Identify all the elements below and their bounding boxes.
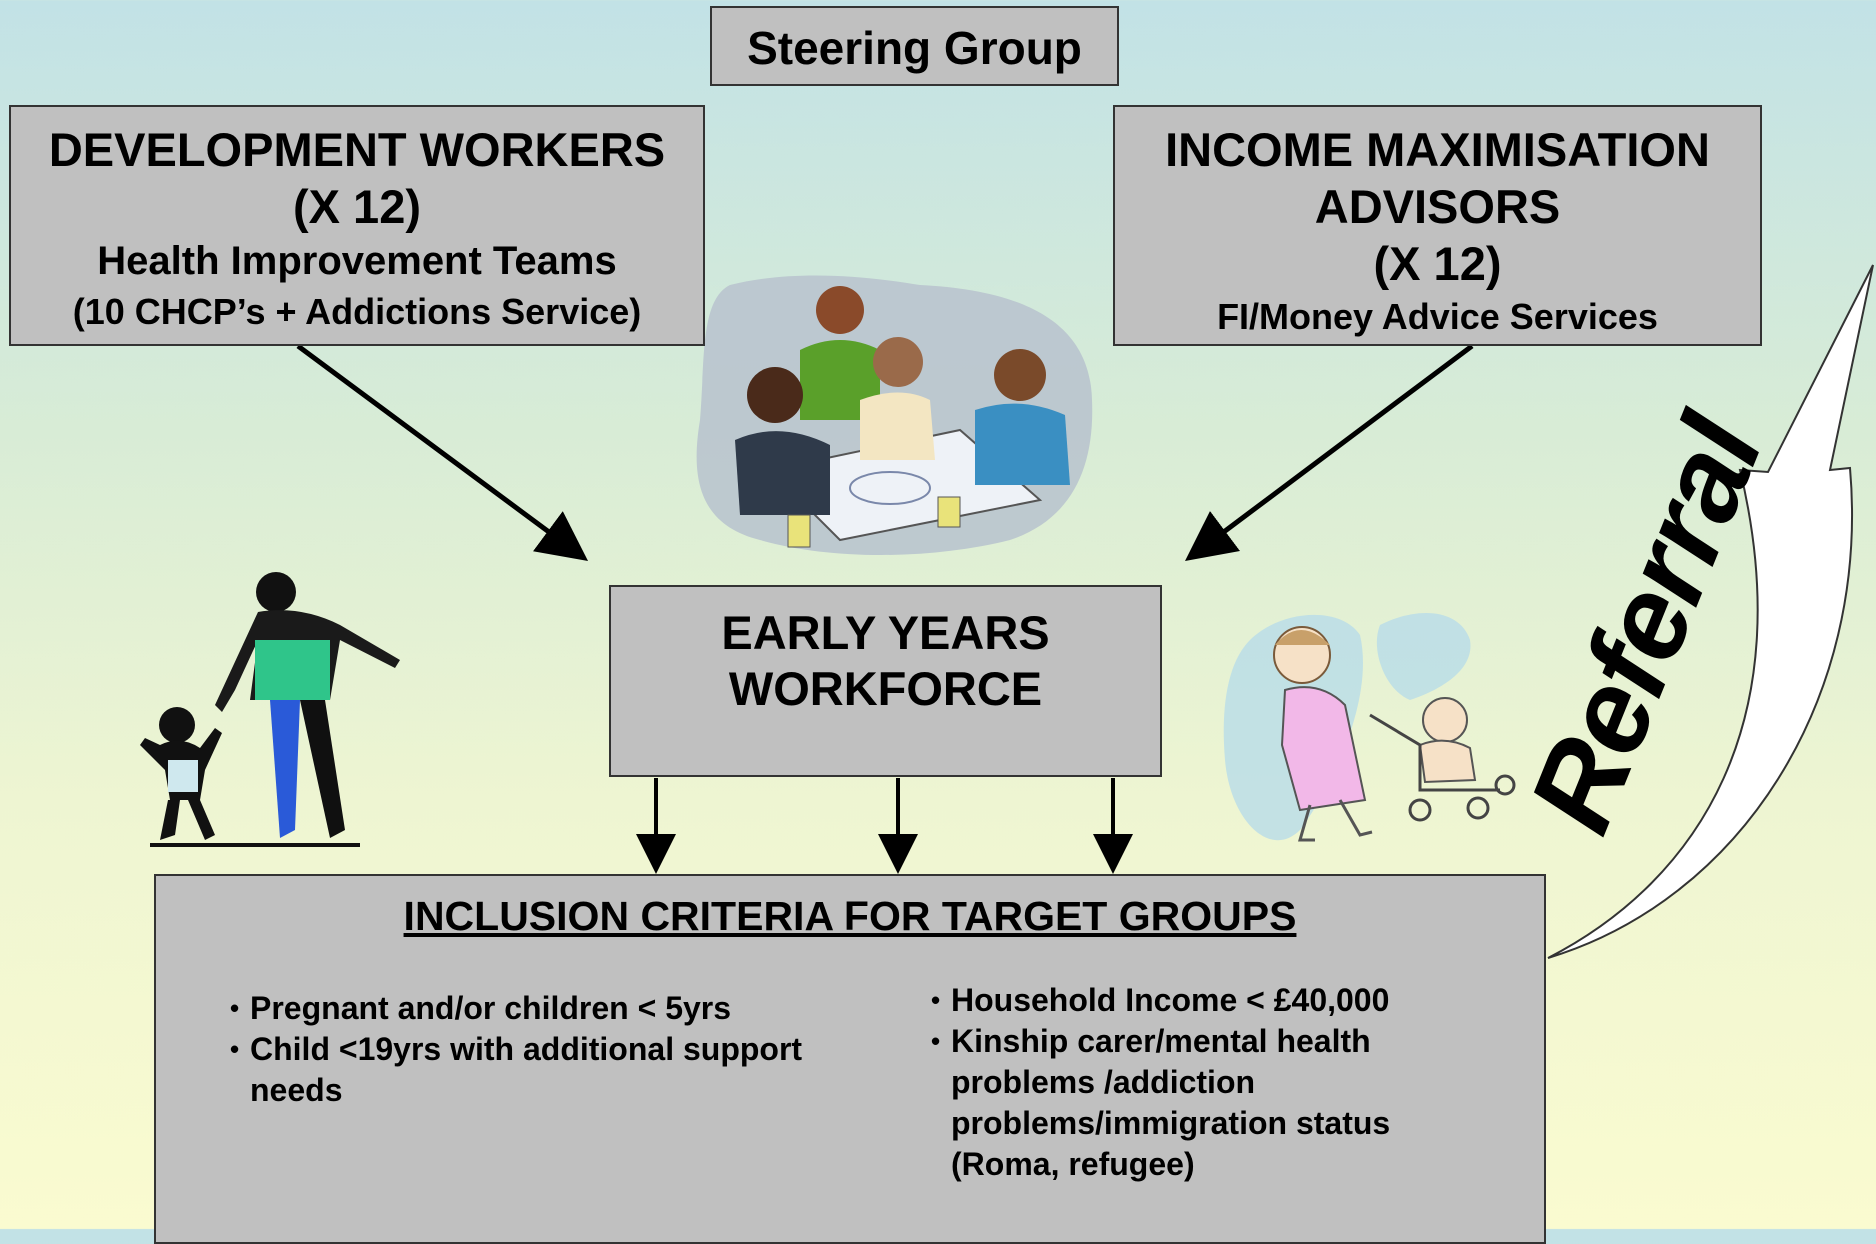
development-workers-services: (10 CHCP’s + Addictions Service) [72, 291, 642, 332]
criteria-right-list: Household Income < £40,000 Kinship carer… [931, 980, 1471, 1185]
income-advisors-title-2: ADVISORS [1314, 180, 1561, 233]
early-years-workforce-box: EARLY YEARS WORKFORCE [609, 585, 1162, 777]
mother-toddler-clipart [140, 572, 400, 847]
early-years-line-1: EARLY YEARS [721, 606, 1050, 659]
arrow-income-to-eyw [1184, 343, 1474, 561]
development-workers-team: Health Improvement Teams [97, 239, 617, 283]
early-years-line-2: WORKFORCE [728, 662, 1043, 715]
meeting-group-clipart [696, 275, 1093, 555]
development-workers-count: (X 12) [293, 180, 421, 233]
income-advisors-count: (X 12) [1373, 237, 1502, 290]
development-workers-box: DEVELOPMENT WORKERS (X 12) Health Improv… [9, 105, 705, 346]
criteria-item: Household Income < £40,000 [931, 980, 1471, 1021]
income-advisors-title-1: INCOME MAXIMISATION [1165, 123, 1710, 176]
inclusion-criteria-box: INCLUSION CRITERIA FOR TARGET GROUPS Pre… [154, 874, 1546, 1244]
development-workers-title: DEVELOPMENT WORKERS [48, 123, 666, 176]
arrow-devworkers-to-eyw [296, 343, 589, 561]
steering-group-label: Steering Group [747, 22, 1082, 74]
income-advisors-services: FI/Money Advice Services [1217, 296, 1658, 337]
income-advisors-box: INCOME MAXIMISATION ADVISORS (X 12) FI/M… [1113, 105, 1762, 346]
inclusion-criteria-title: INCLUSION CRITERIA FOR TARGET GROUPS [403, 893, 1297, 939]
steering-group-box: Steering Group [710, 6, 1119, 86]
woman-pram-clipart [1223, 613, 1516, 842]
criteria-item: Pregnant and/or children < 5yrs [230, 988, 850, 1029]
referral-curved-arrow [1547, 264, 1874, 959]
criteria-item: Kinship carer/mental health problems /ad… [931, 1021, 1471, 1185]
criteria-item: Child <19yrs with additional support nee… [230, 1029, 850, 1111]
criteria-left-list: Pregnant and/or children < 5yrs Child <1… [230, 988, 850, 1111]
